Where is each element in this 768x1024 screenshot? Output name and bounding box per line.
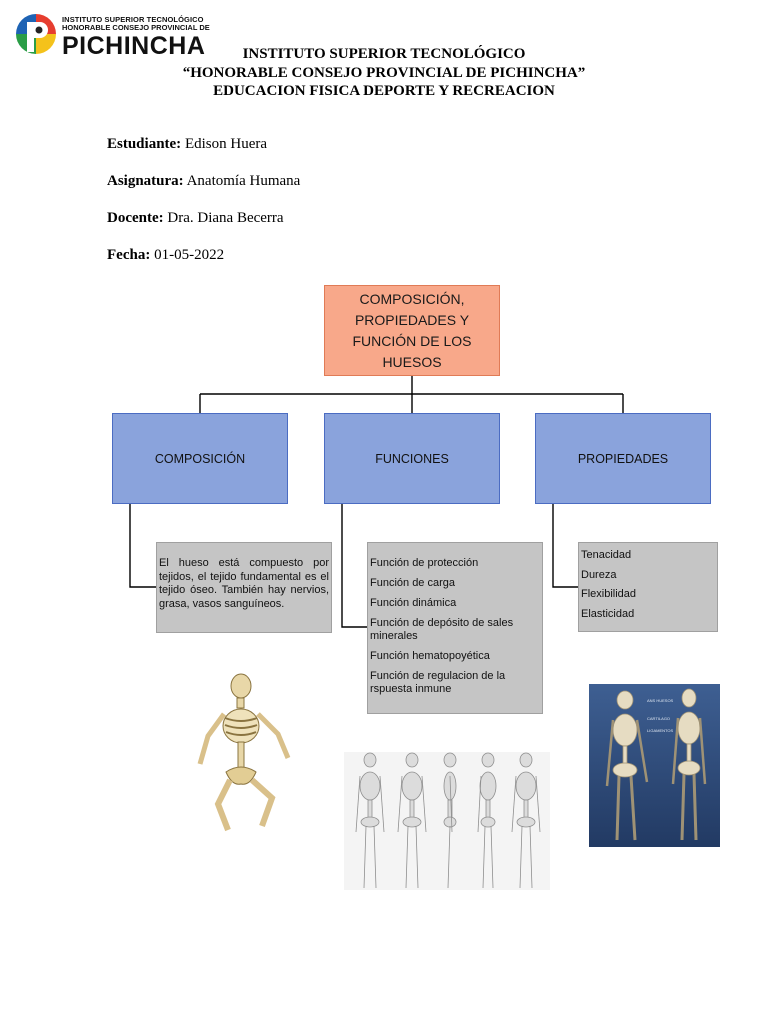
property-item: Elasticidad (581, 607, 635, 620)
teacher-label: Docente: (107, 210, 164, 226)
teacher-line: Docente: Dra. Diana Becerra (107, 209, 284, 227)
root-concept-text: COMPOSICIÓN, PROPIEDADES Y FUNCIÓN DE LO… (352, 290, 472, 370)
function-item: Función dinámica (370, 597, 457, 609)
teacher-value: Dra. Diana Becerra (163, 210, 284, 226)
institute-logo: INSTITUTO SUPERIOR TECNOLÓGICO HONORABLE… (14, 12, 210, 62)
function-item: Función de depósito de sales minerales (370, 617, 514, 642)
student-line: Estudiante: Edison Huera (107, 135, 267, 153)
logo-line-2: HONORABLE CONSEJO PROVINCIAL DE (62, 23, 210, 32)
category-properties-box: PROPIEDADES (535, 413, 711, 504)
student-value: Edison Huera (181, 136, 267, 152)
logo-line-1: INSTITUTO SUPERIOR TECNOLÓGICO (62, 15, 204, 24)
category-composition-box: COMPOSICIÓN (112, 413, 288, 504)
skeleton-anatomy-image: ANS HUESOS CARTILAGO LIGAMENTOS (589, 684, 720, 847)
anatomy-caption: ANS HUESOS (647, 698, 674, 703)
property-item: Tenacidad (581, 549, 632, 561)
composition-detail-text: El hueso está compuesto por tejidos, el … (159, 557, 329, 610)
category-properties-label: PROPIEDADES (577, 451, 669, 466)
date-line: Fecha: 01-05-2022 (107, 246, 224, 264)
functions-detail-box: Función de protección Función de carga F… (367, 542, 543, 714)
date-label: Fecha: (107, 247, 151, 263)
property-item: Flexibilidad (581, 588, 637, 600)
function-item: Función de protección (370, 557, 479, 569)
composition-detail-box: El hueso está compuesto por tejidos, el … (156, 542, 332, 633)
function-item: Función hematopoyética (370, 650, 490, 662)
category-functions-box: FUNCIONES (324, 413, 500, 504)
subject-line: Asignatura: Anatomía Humana (107, 172, 300, 190)
header-council: “HONORABLE CONSEJO PROVINCIAL DE PICHINC… (182, 65, 586, 81)
logo-line-3: PICHINCHA (62, 32, 206, 60)
function-item: Función de carga (370, 577, 455, 589)
category-functions-label: FUNCIONES (375, 451, 449, 466)
root-concept-box: COMPOSICIÓN, PROPIEDADES Y FUNCIÓN DE LO… (324, 285, 500, 376)
skeleton-sitting-image (197, 673, 291, 832)
header-institute: INSTITUTO SUPERIOR TECNOLÓGICO (242, 46, 526, 62)
property-item: Dureza (581, 568, 617, 581)
skeleton-views-image (344, 752, 550, 890)
category-composition-label: COMPOSICIÓN (154, 451, 246, 466)
date-value: 01-05-2022 (150, 247, 225, 263)
logo-mark-icon (16, 14, 56, 54)
subject-value: Anatomía Humana (183, 173, 301, 189)
properties-detail-box: Tenacidad Dureza Flexibilidad Elasticida… (578, 542, 718, 632)
header-program: EDUCACION FISICA DEPORTE Y RECREACION (213, 83, 555, 99)
student-label: Estudiante: (107, 136, 182, 152)
function-item: Función de regulacion de la rspuesta inm… (370, 670, 506, 695)
subject-label: Asignatura: (107, 173, 184, 189)
anatomy-caption: LIGAMENTOS (647, 728, 674, 733)
anatomy-caption: CARTILAGO (647, 716, 671, 721)
skeleton-anatomy-drawing (589, 684, 720, 847)
